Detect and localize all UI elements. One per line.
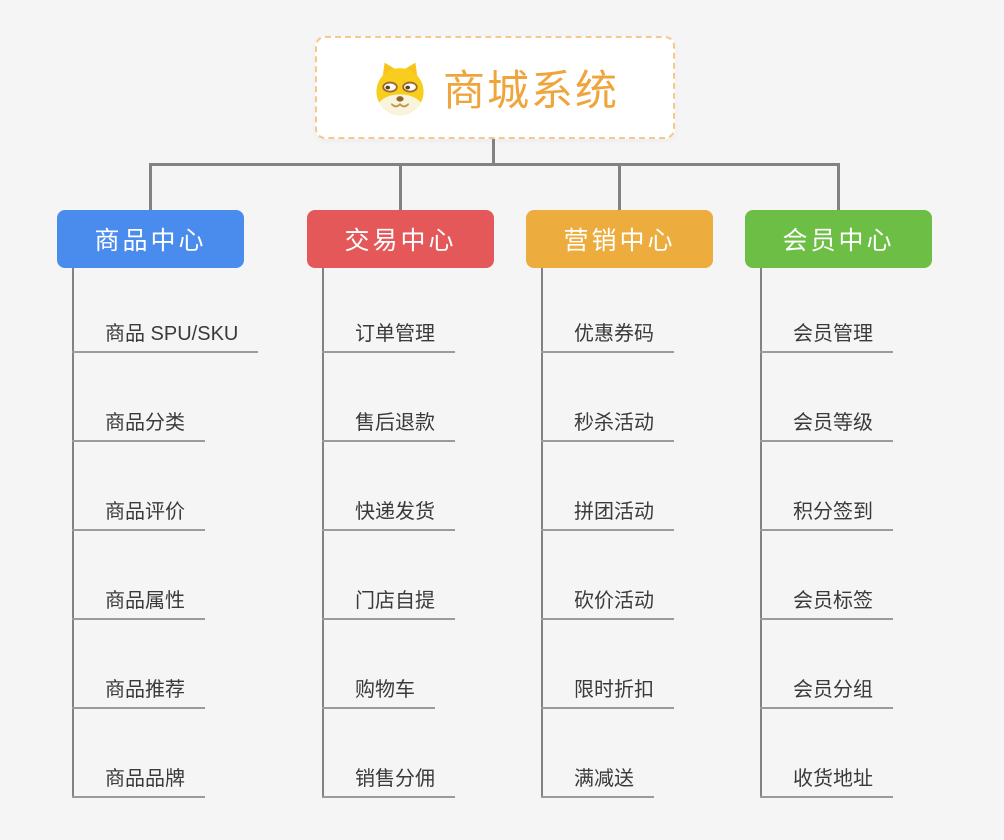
root-node-label: 商城系统 [442,67,619,114]
branch-node-product-center[interactable]: 商品中心 [57,210,244,268]
topic-item-label: 积分签到 [793,501,873,523]
topic-item[interactable]: 会员管理 [760,318,893,353]
root-node-mall-system[interactable]: 商城系统 [315,36,675,139]
topic-item-label: 销售分佣 [355,768,435,790]
connector-line [149,163,840,166]
topic-item[interactable]: 拼团活动 [541,496,674,531]
topic-item[interactable]: 购物车 [322,674,435,709]
branch-trunk-line [322,268,324,798]
topic-item[interactable]: 满减送 [541,763,654,798]
topic-item-label: 满减送 [574,768,634,790]
topic-item[interactable]: 订单管理 [322,318,455,353]
connector-line [837,163,840,212]
topic-item[interactable]: 优惠券码 [541,318,674,353]
topic-item[interactable]: 会员标签 [760,585,893,620]
topic-item-label: 限时折扣 [574,679,654,701]
topic-item[interactable]: 商品评价 [72,496,205,531]
topic-item[interactable]: 砍价活动 [541,585,674,620]
topic-item[interactable]: 秒杀活动 [541,407,674,442]
branch-trunk-line [541,268,543,798]
topic-item[interactable]: 售后退款 [322,407,455,442]
topic-item[interactable]: 商品品牌 [72,763,205,798]
topic-item-label: 快递发货 [355,501,435,523]
topic-item-label: 拼团活动 [574,501,654,523]
topic-item[interactable]: 收货地址 [760,763,893,798]
topic-item-label: 商品属性 [105,590,185,612]
branch-trunk-line [72,268,74,798]
topic-item[interactable]: 商品推荐 [72,674,205,709]
topic-item-label: 商品分类 [105,412,185,434]
topic-item-label: 商品推荐 [105,679,185,701]
topic-item-label: 商品 SPU/SKU [105,323,239,345]
topic-item-label: 售后退款 [355,412,435,434]
branch-node-label: 营销中心 [563,227,676,255]
branch-node-label: 会员中心 [782,227,895,255]
topic-item[interactable]: 快递发货 [322,496,455,531]
topic-item-label: 会员等级 [793,412,873,434]
topic-item-label: 商品评价 [105,501,185,523]
branch-node-trade-center[interactable]: 交易中心 [307,210,494,268]
doge-face-icon [371,59,429,117]
topic-item[interactable]: 商品 SPU/SKU [72,318,259,353]
connector-line [491,139,495,166]
branch-node-label: 交易中心 [344,227,457,255]
topic-item-label: 会员管理 [793,323,873,345]
topic-item[interactable]: 门店自提 [322,585,455,620]
branch-node-marketing-center[interactable]: 营销中心 [526,210,713,268]
branch-node-member-center[interactable]: 会员中心 [745,210,932,268]
topic-item[interactable]: 会员等级 [760,407,893,442]
topic-item-label: 会员标签 [793,590,873,612]
connector-line [618,163,621,212]
topic-item[interactable]: 限时折扣 [541,674,674,709]
topic-item-label: 砍价活动 [574,590,654,612]
topic-item[interactable]: 销售分佣 [322,763,455,798]
topic-item[interactable]: 积分签到 [760,496,893,531]
connector-line [149,163,152,212]
connector-line [399,163,402,212]
topic-item[interactable]: 会员分组 [760,674,893,709]
topic-item-label: 秒杀活动 [574,412,654,434]
topic-item-label: 优惠券码 [574,323,654,345]
topic-item[interactable]: 商品分类 [72,407,205,442]
topic-item-label: 订单管理 [355,323,435,345]
topic-item[interactable]: 商品属性 [72,585,205,620]
branch-node-label: 商品中心 [94,227,207,255]
topic-item-label: 收货地址 [793,768,873,790]
topic-item-label: 门店自提 [355,590,435,612]
topic-item-label: 商品品牌 [105,768,185,790]
topic-item-label: 会员分组 [793,679,873,701]
topic-item-label: 购物车 [355,679,415,701]
branch-trunk-line [760,268,762,798]
